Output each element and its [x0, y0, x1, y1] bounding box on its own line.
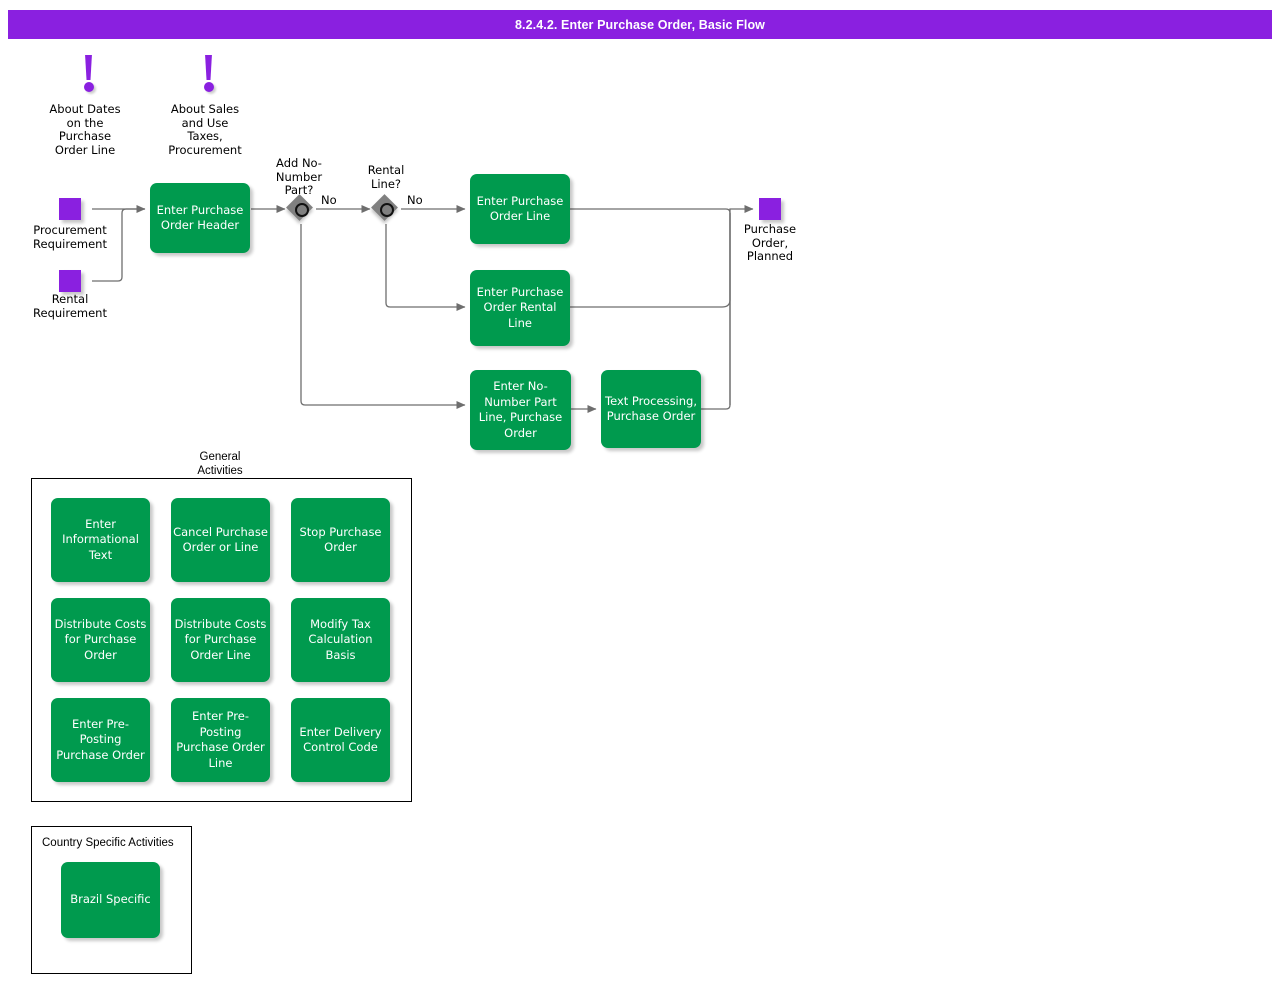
exclamation-note-dot-icon [83, 82, 94, 92]
decision-add-no-number-part-label: Add No- Number Part? [275, 156, 323, 197]
activity-enter-informational-text[interactable]: Enter Informational Text [51, 498, 150, 582]
note-about-sales-taxes-label: About Sales and Use Taxes, Procurement [168, 102, 242, 157]
exclamation-note-icon [205, 55, 212, 80]
country-specific-activities-frame [31, 826, 192, 974]
state-rental-requirement-label: Rental Requirement [33, 292, 107, 320]
activity-distribute-costs-for-purchase-order[interactable]: Distribute Costs for Purchase Order [51, 598, 150, 682]
page-title-bar: 8.2.4.2. Enter Purchase Order, Basic Flo… [8, 10, 1272, 39]
activity-enter-purchase-order-line[interactable]: Enter Purchase Order Line [470, 174, 570, 244]
decision-rental-line[interactable] [371, 194, 401, 224]
page-title: 8.2.4.2. Enter Purchase Order, Basic Flo… [514, 17, 766, 32]
exclamation-note-icon [85, 55, 92, 80]
state-procurement-requirement-label: Procurement Requirement [33, 223, 107, 251]
state-purchase-order-planned[interactable] [759, 198, 781, 220]
decision-rental-line-branch-no: No [407, 193, 423, 207]
general-activities-frame [31, 478, 412, 802]
activity-cancel-purchase-order-or-line[interactable]: Cancel Purchase Order or Line [171, 498, 270, 582]
decision-add-no-number-part-branch-no: No [321, 193, 337, 207]
state-purchase-order-planned-label: Purchase Order, Planned [743, 222, 797, 263]
country-specific-activities-caption: Country Specific Activities [42, 837, 174, 849]
activity-distribute-costs-for-purchase-order-line[interactable]: Distribute Costs for Purchase Order Line [171, 598, 270, 682]
activity-modify-tax-calculation-basis[interactable]: Modify Tax Calculation Basis [291, 598, 390, 682]
activity-stop-purchase-order[interactable]: Stop Purchase Order [291, 498, 390, 582]
activity-enter-purchase-order-header[interactable]: Enter Purchase Order Header [150, 183, 250, 253]
activity-enter-no-number-part-line[interactable]: Enter No- Number Part Line, Purchase Ord… [470, 370, 571, 450]
exclamation-note-dot-icon [203, 82, 214, 92]
decision-ring-icon [379, 202, 394, 217]
note-about-dates-label: About Dates on the Purchase Order Line [49, 102, 121, 157]
activity-enter-pre-posting-purchase-order[interactable]: Enter Pre- Posting Purchase Order [51, 698, 150, 782]
activity-enter-pre-posting-purchase-order-line[interactable]: Enter Pre- Posting Purchase Order Line [171, 698, 270, 782]
state-rental-requirement[interactable] [59, 270, 81, 292]
note-about-sales-taxes [196, 55, 221, 92]
note-about-dates [76, 55, 101, 92]
activity-brazil-specific[interactable]: Brazil Specific [61, 862, 160, 938]
decision-ring-icon [294, 202, 309, 217]
general-activities-caption: General Activities [197, 451, 243, 477]
activity-enter-purchase-order-rental-line[interactable]: Enter Purchase Order Rental Line [470, 270, 570, 346]
decision-rental-line-label: Rental Line? [367, 163, 405, 191]
activity-text-processing-purchase-order[interactable]: Text Processing, Purchase Order [601, 370, 701, 448]
activity-enter-delivery-control-code[interactable]: Enter Delivery Control Code [291, 698, 390, 782]
decision-add-no-number-part[interactable] [286, 194, 316, 224]
state-procurement-requirement[interactable] [59, 198, 81, 220]
